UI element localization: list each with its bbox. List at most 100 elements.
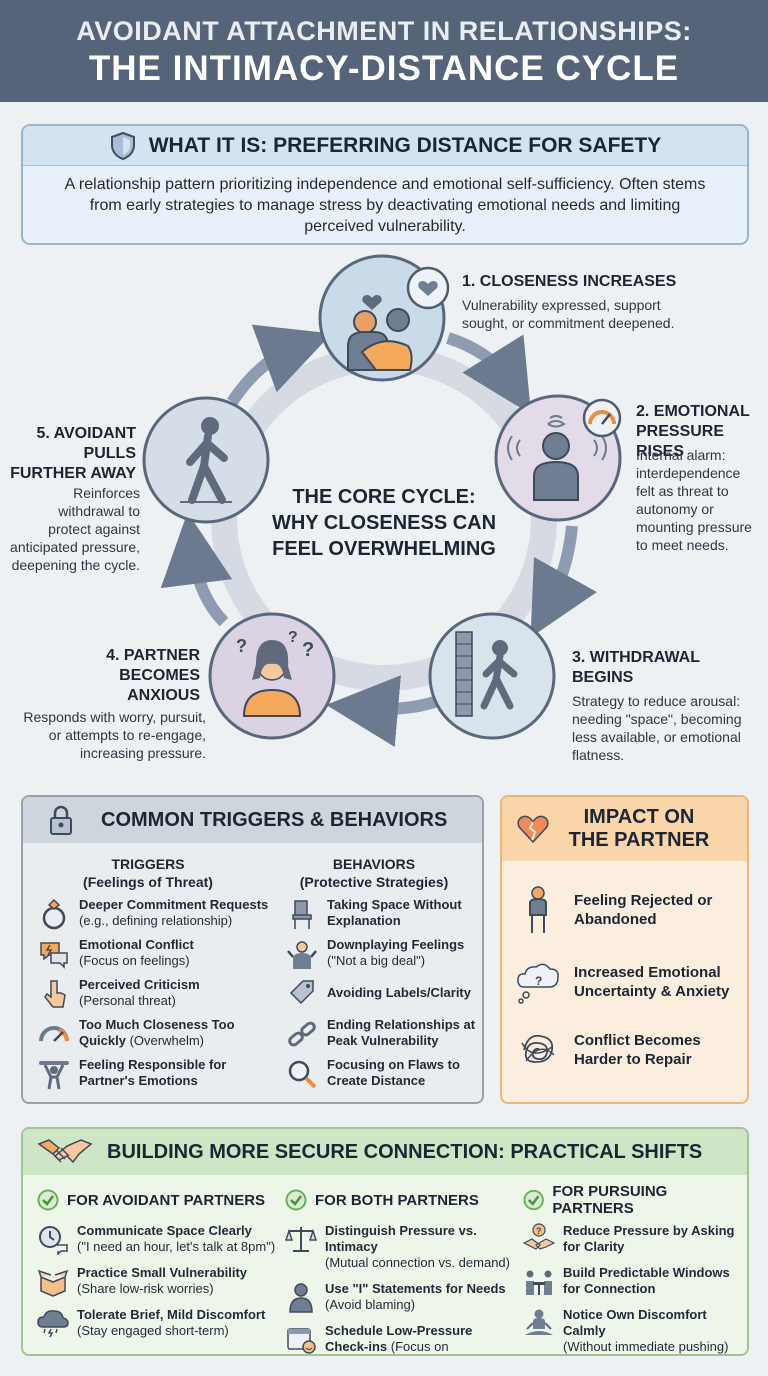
step-1-title: 1. CLOSENESS INCREASES [462, 273, 677, 290]
step-5-title: 5. AVOIDANT PULLS FURTHER AWAY [10, 424, 136, 484]
trigger-label-2: Quickly [79, 1033, 126, 1048]
svg-text:?: ? [302, 639, 314, 661]
shift-item: Communicate Space Clearly("I need an hou… [37, 1223, 277, 1255]
trigger-label: Deeper Commitment Requests [79, 897, 269, 912]
core-line-2: WHY CLOSENESS CAN [271, 512, 497, 534]
impact-line: Uncertainty & Anxiety [574, 983, 730, 1000]
shift-label: Notice Own Discomfort Calmly [563, 1307, 707, 1338]
storm-cloud-icon [37, 1310, 69, 1338]
ring-icon [42, 898, 66, 930]
step-1-desc-line: Vulnerability expressed, support [462, 297, 661, 313]
behaviors-head: BEHAVIORS [332, 856, 416, 872]
impact-title: IMPACT ON THE PARTNER [564, 806, 714, 852]
pursuing-column-head: FOR PURSUING PARTNERS [523, 1183, 747, 1217]
shrug-icon [287, 941, 317, 969]
building-header: BUILDING MORE SECURE CONNECTION: PRACTIC… [23, 1129, 747, 1175]
triggers-head: TRIGGERS [111, 856, 185, 872]
triggers-header: COMMON TRIGGERS & BEHAVIORS [23, 797, 482, 843]
page-header: AVOIDANT ATTACHMENT IN RELATIONSHIPS: TH… [0, 0, 768, 102]
step-3-desc-line: needing "space", becoming [572, 711, 742, 727]
shift-item: Distinguish Pressure vs. Intimacy(Mutual… [285, 1223, 525, 1271]
behavior-label-2: Peak Vulnerability [327, 1033, 439, 1048]
impact-line: Feeling Rejected or [574, 892, 713, 909]
shift-label-2: Check-ins [325, 1339, 388, 1354]
shift-label-2: for Clarity [563, 1239, 625, 1254]
step-5-desc-line: Reinforces [73, 485, 140, 501]
step-2-title-line: 2. EMOTIONAL [636, 403, 750, 420]
step-3-desc: Strategy to reduce arousal: needing "spa… [572, 692, 742, 764]
svg-text:?: ? [288, 629, 298, 646]
behavior-sub: ("Not a big deal") [327, 953, 426, 968]
shift-sub: (Mutual connection vs. demand) [325, 1255, 510, 1270]
calendar-icon [287, 1328, 316, 1354]
shift-item: Practice Small Vulnerability(Share low-r… [37, 1265, 277, 1297]
node-pulls-away [142, 396, 270, 524]
node-anxious: ? ? ? [208, 612, 336, 740]
arrow-1-to-2 [446, 332, 532, 415]
couple-table-icon [526, 1270, 552, 1295]
triggers-behaviors-panel: COMMON TRIGGERS & BEHAVIORS TRIGGERS (Fe… [21, 795, 484, 1104]
core-cycle-label: THE CORE CYCLE: WHY CLOSENESS CAN FEEL O… [254, 484, 514, 562]
thought-cloud-icon: ? [517, 963, 559, 1004]
node-pressure [494, 394, 622, 522]
step-5-desc-line: anticipated pressure, [10, 539, 140, 555]
behaviors-column-head: BEHAVIORS (Protective Strategies) [299, 855, 449, 891]
shield-icon [110, 131, 135, 160]
shift-label: Build Predictable Windows [563, 1265, 730, 1280]
trigger-sub: (Personal threat) [79, 993, 176, 1008]
step-4-title-line: BECOMES [119, 667, 200, 684]
step-5-desc: Reinforces withdrawal to protect against… [4, 484, 140, 574]
clock-chat-icon [39, 1226, 68, 1255]
step-3-title: 3. WITHDRAWAL BEGINS [572, 648, 700, 688]
impact-line: Abandoned [574, 911, 657, 928]
empty-chair-icon [292, 900, 312, 929]
building-connection-panel: BUILDING MORE SECURE CONNECTION: PRACTIC… [21, 1127, 749, 1356]
behavior-label: Taking Space Without [327, 897, 462, 912]
step-4-desc-line: or attempts to re-engage, [48, 727, 206, 743]
avoidant-column-head: FOR AVOIDANT PARTNERS [37, 1187, 277, 1213]
step-2-desc: Internal alarm: interdependence felt as … [636, 446, 752, 554]
pointing-hand-icon [44, 980, 66, 1008]
padlock-icon [50, 805, 72, 835]
behavior-label-2: Explanation [327, 913, 401, 928]
step-5-desc-line: withdrawal to [58, 503, 140, 519]
what-it-is-description: A relationship pattern prioritizing inde… [64, 176, 706, 235]
impact-title-line: IMPACT ON [583, 806, 695, 828]
shift-label: Tolerate Brief, Mild Discomfort [77, 1307, 266, 1322]
shift-sub: (Share low-risk worries) [77, 1281, 214, 1296]
shift-sub: (Stay engaged short-term) [77, 1323, 229, 1338]
step-3-desc-line: Strategy to reduce arousal: [572, 693, 741, 709]
check-circle-icon [37, 1189, 59, 1211]
step-2-title-line: PRESSURE RISES [636, 423, 725, 460]
both-column-head: FOR BOTH PARTNERS [285, 1187, 525, 1213]
magnifier-icon [288, 1060, 317, 1089]
trigger-sub: (Overwhelm) [129, 1033, 204, 1048]
shift-sub: (Without immediate pushing) [563, 1339, 729, 1354]
shift-label-2: for Connection [563, 1281, 656, 1296]
arrow-2-to-3 [530, 525, 597, 638]
impact-panel: IMPACT ON THE PARTNER Feeling Rejected o… [500, 795, 749, 1104]
behavior-label: Ending Relationships at [327, 1017, 476, 1032]
svg-text:?: ? [536, 1226, 542, 1236]
node-withdrawal [428, 612, 556, 740]
step-3-title-line: BEGINS [572, 669, 634, 686]
column-head-label: FOR PURSUING PARTNERS [552, 1183, 668, 1217]
cycle-diagram: ? ? ? [142, 254, 622, 747]
trigger-label: Perceived Criticism [79, 977, 200, 992]
what-it-is-header: WHAT IT IS: PREFERRING DISTANCE FOR SAFE… [23, 126, 747, 166]
step-4-title-line: ANXIOUS [127, 687, 200, 704]
step-2-desc-line: autonomy or [636, 501, 714, 517]
shift-label: Communicate Space Clearly [77, 1223, 252, 1238]
behaviors-sub: (Protective Strategies) [299, 874, 449, 890]
step-4-desc-line: Responds with worry, pursuit, [23, 709, 206, 725]
tag-icon [289, 980, 314, 1005]
shift-sub: (Avoid blaming) [325, 1297, 416, 1312]
trigger-label: Feeling Responsible for [79, 1057, 227, 1072]
